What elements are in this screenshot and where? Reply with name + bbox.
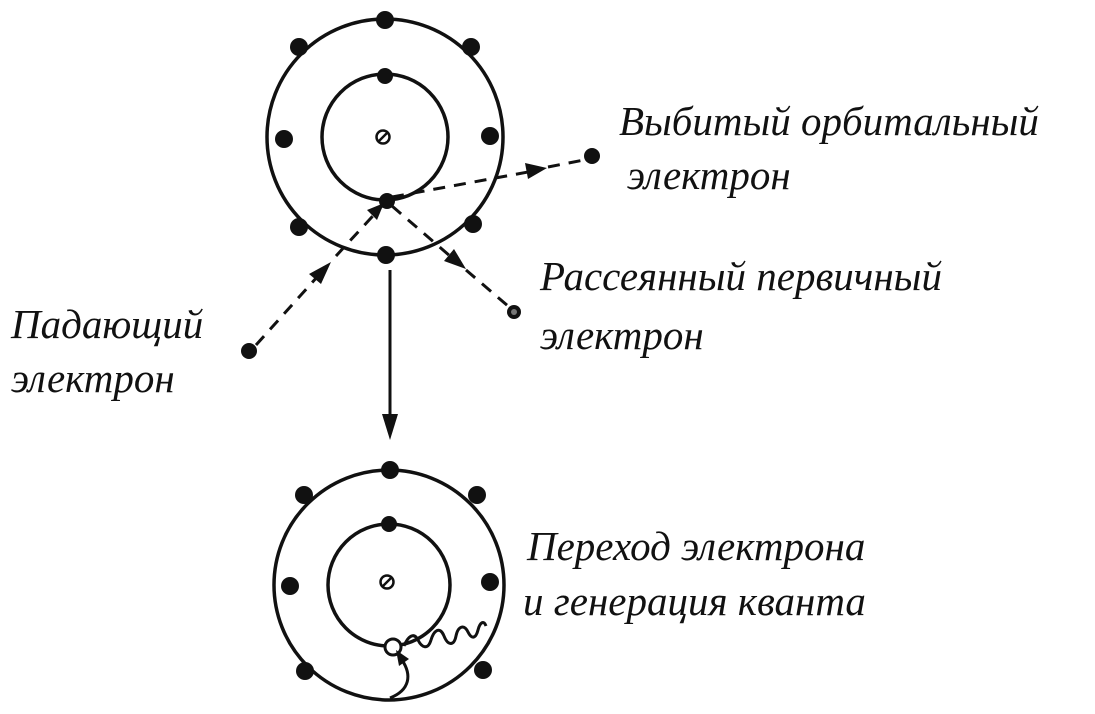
label-transition: Переход электрона и генерация кванта [523, 523, 866, 624]
label-incident-line1: Падающий [10, 301, 204, 347]
lower-outer-electron [468, 486, 486, 504]
incident-electron [241, 343, 257, 359]
label-incident-line2: электрон [11, 355, 175, 401]
label-knocked-out-line1: Выбитый орбитальный [619, 98, 1039, 144]
lower-outer-electron [381, 461, 399, 479]
upper-atom [265, 11, 505, 264]
knocked-out-electron [584, 148, 600, 164]
scattered-electron-path [391, 204, 521, 319]
label-scattered-line2: электрон [540, 312, 704, 358]
label-transition-line1: Переход электрона [526, 523, 865, 569]
incident-electron-path [241, 203, 384, 359]
lower-outer-electron [481, 573, 499, 591]
label-scattered-line1: Рассеянный первичный [539, 253, 942, 299]
knocked-out-electron-path [391, 148, 600, 199]
lower-outer-electron [295, 486, 313, 504]
label-scattered-electron: Рассеянный первичный электрон [539, 253, 942, 358]
lower-nucleus [379, 574, 395, 590]
label-knocked-out-line2: электрон [627, 152, 791, 198]
upper-nucleus [375, 129, 391, 145]
lower-inner-electron [381, 516, 397, 532]
label-transition-line2: и генерация кванта [523, 578, 866, 624]
upper-outer-electron [376, 11, 394, 29]
upper-outer-electron [462, 38, 480, 56]
emitted-quantum-wave [402, 621, 488, 649]
upper-outer-electron [464, 215, 482, 233]
upper-outer-electron [377, 246, 395, 264]
upper-outer-electron [290, 218, 308, 236]
lower-outer-electron [296, 662, 314, 680]
electron-transition-arrow [389, 659, 410, 700]
lower-outer-electron [474, 661, 492, 679]
upper-outer-electron [481, 127, 499, 145]
upper-inner-electron [377, 68, 393, 84]
label-knocked-out-electron: Выбитый орбитальный электрон [619, 98, 1039, 198]
lower-atom [272, 461, 506, 702]
lower-outer-electron [281, 577, 299, 595]
label-incident-electron: Падающий электрон [10, 301, 204, 401]
upper-outer-electron [275, 130, 293, 148]
transition-arrow [382, 270, 398, 440]
upper-outer-electron [290, 38, 308, 56]
